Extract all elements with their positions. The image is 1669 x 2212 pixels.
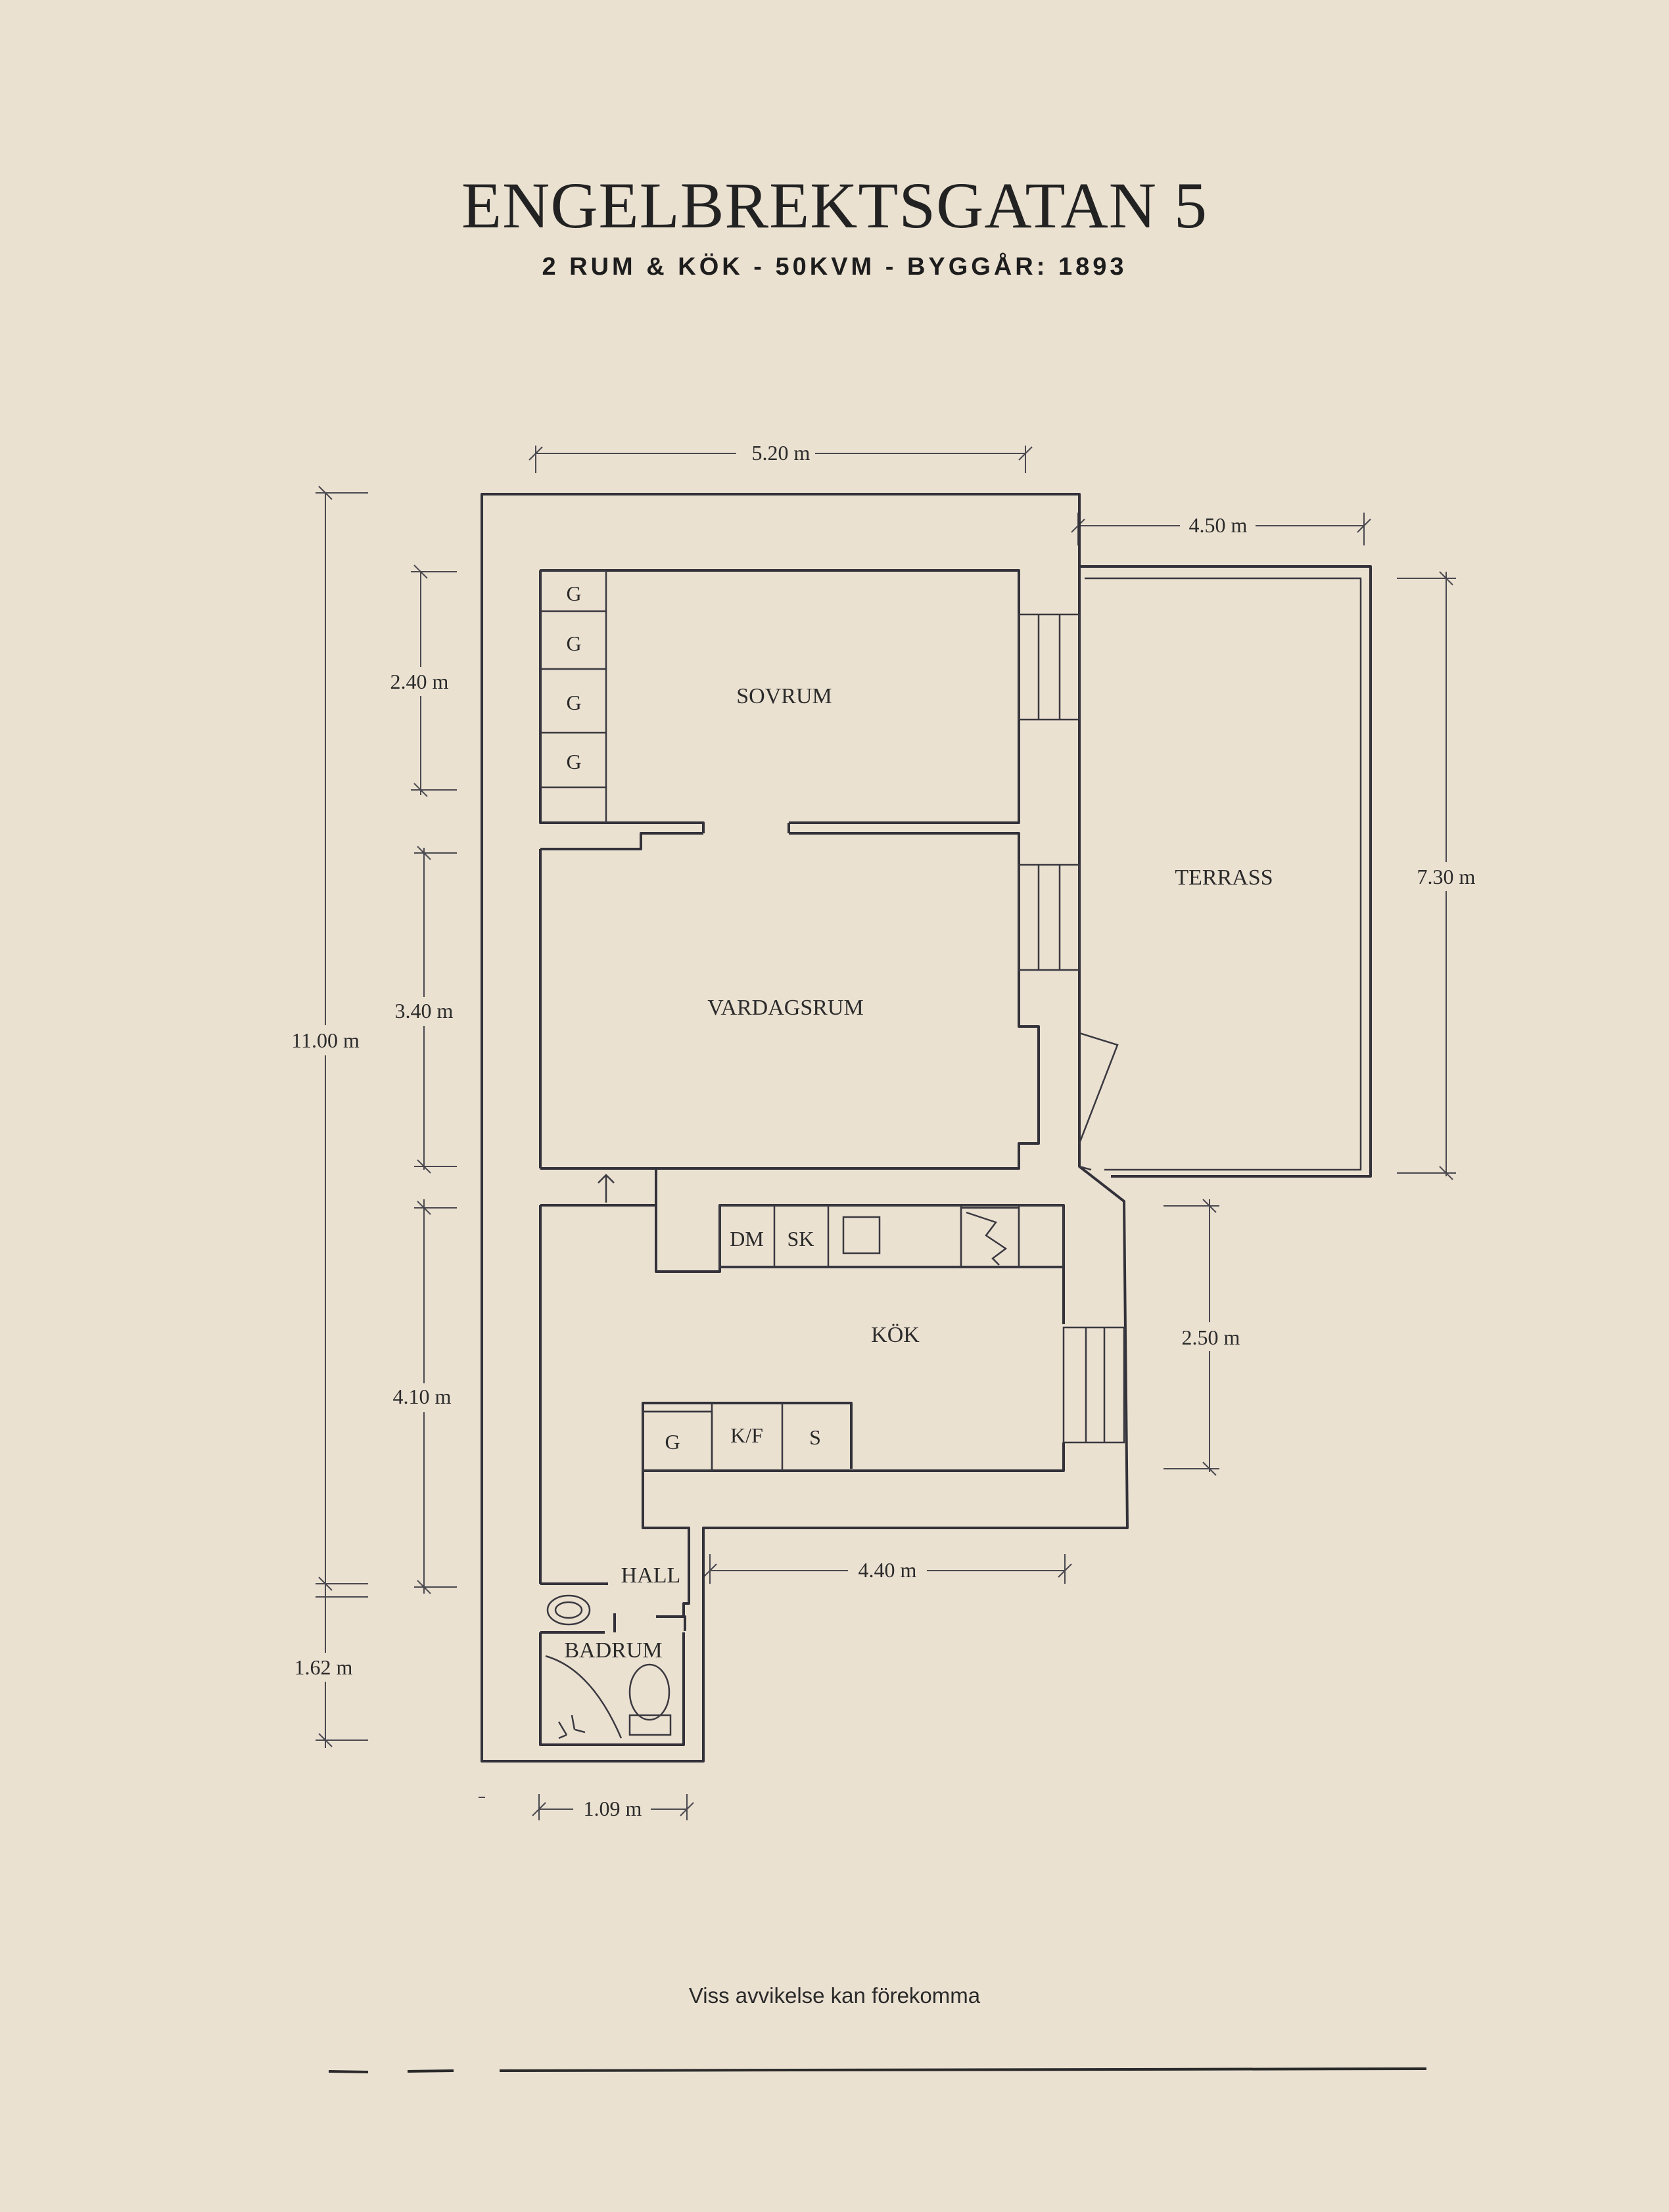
- dim-terrace-width: 4.50 m: [1189, 513, 1248, 537]
- shower-icon: [545, 1655, 623, 1739]
- windows: [1018, 613, 1125, 1444]
- cabinet-label: SK: [787, 1227, 814, 1251]
- dim-terrace-height: 7.30 m: [1417, 865, 1476, 888]
- dim-kok-height: 4.10 m: [393, 1385, 452, 1408]
- dim-kok-side: 2.50 m: [1182, 1325, 1240, 1349]
- kitchen-counter-bottom: [642, 1403, 784, 1472]
- wardrobe-label: G: [566, 582, 581, 605]
- fridge-freezer-label: K/F: [730, 1423, 763, 1447]
- dim-vardagsrum-height: 3.40 m: [395, 999, 454, 1023]
- dimension-lines: [316, 446, 1456, 1820]
- wardrobe-label: G: [566, 632, 581, 655]
- room-sovrum: SOVRUM: [736, 684, 832, 708]
- terrace-door: [1078, 1032, 1119, 1144]
- dim-total-height: 11.00 m: [291, 1028, 360, 1052]
- dim-badrum-height: 1.62 m: [294, 1655, 353, 1679]
- bottom-divider: [328, 2067, 1427, 2073]
- terrace-inner: [1085, 577, 1362, 1171]
- room-kok: KÖK: [871, 1323, 920, 1347]
- room-hall: HALL: [621, 1563, 681, 1588]
- dim-sovrum-height: 2.40 m: [390, 670, 449, 693]
- arrow-up-icon: [598, 1174, 615, 1203]
- page-title: ENGELBREKTSGATAN 5: [461, 169, 1208, 242]
- toilet-icon: [628, 1663, 670, 1721]
- dim-top-width: 5.20 m: [752, 441, 811, 465]
- kitchen-counter-top: [718, 1204, 1065, 1268]
- wardrobe-label: G: [566, 750, 581, 773]
- room-terrass: TERRASS: [1175, 865, 1273, 890]
- page-subtitle: 2 RUM & KÖK - 50KVM - BYGGÅR: 1893: [542, 253, 1127, 281]
- room-vardagsrum: VARDAGSRUM: [707, 996, 863, 1020]
- dishwasher-label: DM: [730, 1227, 764, 1251]
- room-badrum: BADRUM: [564, 1638, 662, 1663]
- terrace-outline: [1079, 565, 1372, 1178]
- wardrobe-label: G: [566, 691, 581, 714]
- dim-kok-width: 4.40 m: [858, 1558, 917, 1582]
- sovrum-wardrobes: [539, 569, 607, 823]
- stove-icon: [966, 1211, 1008, 1266]
- washbasin-icon: [546, 1594, 591, 1626]
- sink-icon: [842, 1216, 881, 1255]
- disclaimer: Viss avvikelse kan förekomma: [688, 1983, 981, 2008]
- wardrobe-label: G: [665, 1430, 680, 1454]
- storage-label: S: [809, 1425, 821, 1449]
- bathroom-fixtures: [545, 1594, 672, 1740]
- dim-badrum-width: 1.09 m: [584, 1797, 642, 1820]
- kitchen-door: [1079, 1165, 1092, 1171]
